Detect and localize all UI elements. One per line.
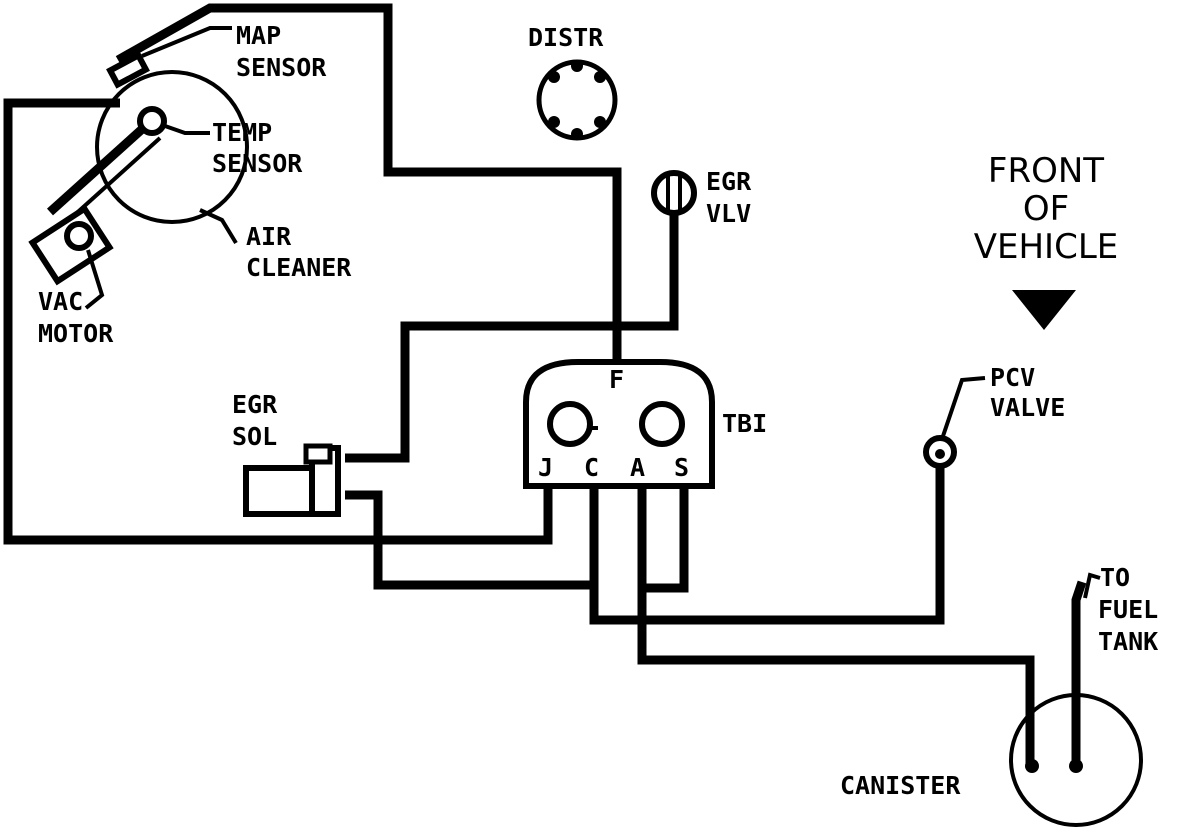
air-cleaner-snorkel — [46, 118, 154, 216]
hose-s-port — [642, 488, 689, 593]
down-arrow-icon — [1012, 290, 1076, 330]
label-front-3: VEHICLE — [974, 227, 1119, 267]
label-air-cleaner-2: CLEANER — [246, 253, 352, 282]
label-front-2: OF — [1023, 189, 1069, 229]
label-temp-sensor-1: TEMP — [212, 118, 272, 147]
vacuum-hoses — [3, 3, 1087, 768]
label-egr-sol-2: SOL — [232, 422, 277, 451]
hose-fuel-tank — [1071, 580, 1087, 768]
label-canister: CANISTER — [840, 771, 961, 800]
label-pcv-2: VALVE — [990, 393, 1065, 422]
label-port-a: A — [630, 453, 645, 482]
hose-map-sensor-to-f — [115, 3, 622, 368]
temp-sensor-bulb — [137, 106, 167, 136]
label-port-f: F — [609, 365, 624, 394]
label-egr-vlv-1: EGR — [706, 167, 752, 196]
label-port-c: C — [584, 453, 599, 482]
hose-egr-sol-to-c — [345, 488, 599, 590]
hose-a-to-canister — [637, 488, 1035, 768]
vac-motor-port — [64, 221, 94, 251]
label-egr-vlv-2: VLV — [706, 199, 751, 228]
label-to-fuel-3: TANK — [1098, 627, 1158, 656]
hose-egr-valve-to-sol — [345, 212, 679, 463]
tbi-unit — [523, 359, 715, 489]
leader-lines — [84, 26, 1101, 599]
label-to-fuel-2: FUEL — [1098, 595, 1158, 624]
labels: MAP SENSOR TEMP SENSOR AIR CLEANER VAC M… — [38, 21, 1158, 800]
label-vac-motor-1: VAC — [38, 287, 83, 316]
egr-valve — [651, 170, 697, 216]
label-map-sensor-2: SENSOR — [236, 53, 327, 82]
egr-solenoid — [243, 443, 341, 517]
distributor-cap-icon — [536, 59, 618, 141]
map-sensor-body — [106, 51, 150, 89]
label-front-1: FRONT — [988, 151, 1104, 191]
label-tbi: TBI — [722, 409, 767, 438]
label-port-j: J — [538, 453, 553, 482]
label-to-fuel-1: TO — [1100, 563, 1130, 592]
label-distr: DISTR — [528, 23, 604, 52]
label-egr-sol-1: EGR — [232, 390, 278, 419]
label-port-s: S — [674, 453, 689, 482]
label-air-cleaner-1: AIR — [246, 222, 292, 251]
label-pcv-1: PCV — [990, 363, 1035, 392]
hose-c-to-pcv — [589, 468, 945, 625]
air-cleaner — [28, 51, 249, 286]
hose-air-cleaner-to-j — [3, 98, 553, 545]
label-map-sensor-1: MAP — [236, 21, 281, 50]
canister — [1009, 693, 1143, 827]
label-temp-sensor-2: SENSOR — [212, 149, 303, 178]
pcv-valve — [923, 435, 957, 469]
air-cleaner-housing — [95, 70, 249, 224]
label-vac-motor-2: MOTOR — [38, 319, 114, 348]
